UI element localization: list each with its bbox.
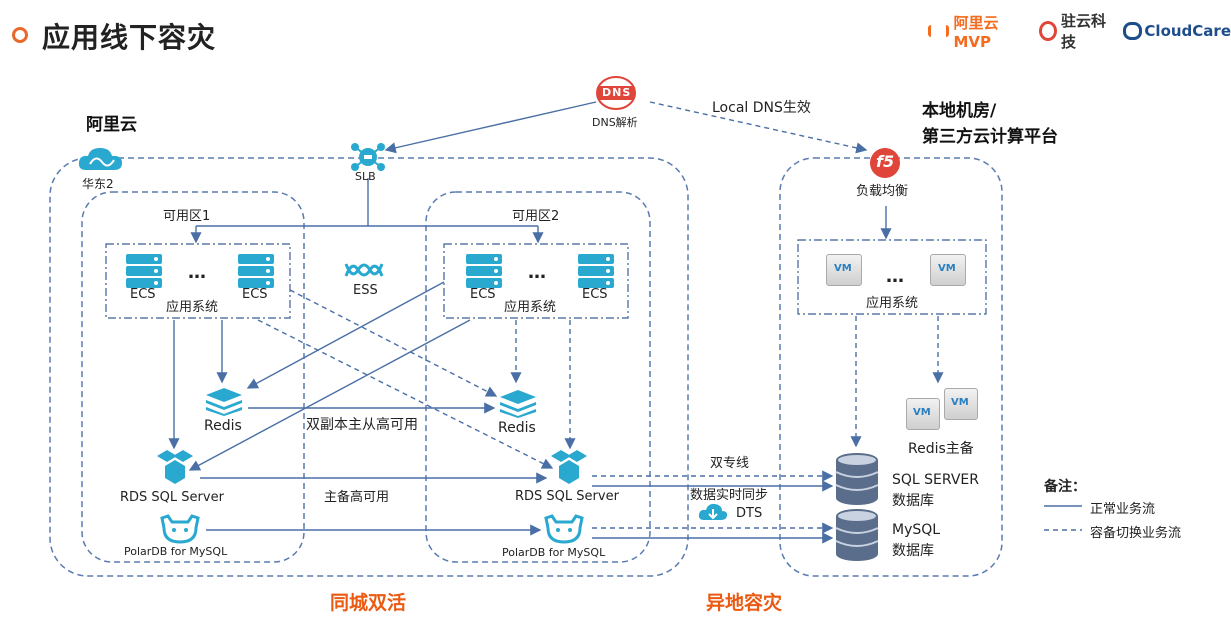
- redis-vm-front-icon: VM: [906, 398, 940, 430]
- zone2-ellipsis: …: [528, 262, 546, 283]
- local-boundary: [779, 157, 1003, 577]
- zone2-ecs-left-icon: [466, 254, 502, 292]
- region-cloud-icon: [76, 144, 124, 178]
- zone2-title: 可用区2: [512, 209, 560, 224]
- aliyun-logo-icon: [928, 25, 950, 37]
- local-vm-left-icon: VM: [826, 254, 862, 286]
- region-label: 华东2: [82, 177, 114, 191]
- local-title-line1: 本地机房/: [922, 101, 997, 121]
- sqlserver-line2: 数据库: [892, 493, 934, 509]
- region-boundary: [49, 157, 689, 577]
- brand-zhuyun: 驻云科技: [1061, 12, 1107, 51]
- mysql-db-icon: [834, 508, 880, 566]
- zone1-app-system: 应用系统: [166, 300, 219, 315]
- local-vm-right-icon: VM: [930, 254, 966, 286]
- zone2-redis-icon: [498, 388, 538, 422]
- legend-title: 备注：: [1044, 479, 1086, 495]
- sqlserver-db-icon: [834, 452, 880, 510]
- rds-link-label: 主备高可用: [324, 490, 390, 505]
- brand-bar: 阿里云 MVP 驻云科技 CloudCare: [928, 10, 1231, 52]
- page-title: 应用线下容灾: [42, 21, 217, 54]
- dts-label: DTS: [736, 506, 763, 521]
- brand-aliyun: 阿里云 MVP: [953, 13, 999, 51]
- zone2-rds-icon: [549, 450, 589, 488]
- legend-solid-label: 正常业务流: [1090, 502, 1156, 517]
- dts-icon: [698, 500, 728, 528]
- slb-label: SLB: [355, 170, 376, 183]
- cloudcare-logo-icon: [1122, 22, 1143, 40]
- dns-edge-label: Local DNS生效: [712, 100, 811, 116]
- dns-label: DNS解析: [592, 116, 638, 129]
- dual-line-label: 双专线: [710, 456, 750, 471]
- ess-icon: [344, 258, 384, 286]
- redis-vm-back-icon: VM: [944, 388, 978, 420]
- zone1-redis-icon: [204, 386, 244, 420]
- zone2-rds-label: RDS SQL Server: [515, 489, 619, 504]
- zone1-polardb-icon: [158, 514, 202, 548]
- dns-logo-text: DNS: [602, 86, 632, 99]
- f5-icon: f5: [870, 148, 900, 178]
- zone2-boundary: [425, 191, 651, 563]
- redis-master-backup-label: Redis主备: [908, 441, 974, 457]
- zone1-boundary: [81, 191, 305, 563]
- zone2-ecs-left-label: ECS: [470, 287, 496, 302]
- local-ellipsis: …: [886, 266, 904, 287]
- legend-dashed-label: 容备切换业务流: [1090, 526, 1182, 541]
- sqlserver-line1: SQL SERVER: [892, 472, 980, 488]
- zone2-redis-label: Redis: [498, 420, 536, 436]
- same-city-label: 同城双活: [330, 592, 407, 614]
- zone2-ecs-right-icon: [578, 254, 614, 292]
- mysql-line2: 数据库: [892, 543, 934, 559]
- zone2-polardb-label: PolarDB for MySQL: [502, 546, 606, 559]
- mysql-line1: MySQL: [892, 522, 941, 538]
- ess-label: ESS: [353, 283, 378, 298]
- zone1-ecs-left-label: ECS: [130, 287, 156, 302]
- zone1-rds-label: RDS SQL Server: [120, 490, 224, 505]
- zone1-redis-label: Redis: [204, 418, 242, 434]
- zone1-title: 可用区1: [163, 209, 211, 224]
- title-bullet-icon: [12, 27, 28, 43]
- dns-icon: DNS: [596, 76, 636, 110]
- local-app-box: [797, 239, 987, 315]
- zone1-ecs-right-icon: [238, 254, 274, 292]
- zone2-ecs-right-label: ECS: [582, 287, 608, 302]
- zhuyun-logo-icon: [1038, 21, 1058, 41]
- zone1-app-box: [105, 243, 291, 319]
- zone2-app-system: 应用系统: [504, 300, 557, 315]
- remote-label: 异地容灾: [706, 592, 783, 614]
- f5-logo-text: f5: [876, 152, 895, 171]
- load-balancer-label: 负载均衡: [856, 184, 909, 199]
- zone2-polardb-icon: [542, 514, 586, 548]
- zone1-ellipsis: …: [188, 262, 206, 283]
- slb-icon: [350, 142, 386, 176]
- realtime-sync-label: 数据实时同步: [690, 488, 769, 503]
- zone1-ecs-left-icon: [126, 254, 162, 292]
- local-title-line2: 第三方云计算平台: [922, 127, 1058, 147]
- redis-link-label: 双副本主从高可用: [306, 417, 418, 433]
- local-app-system: 应用系统: [866, 296, 919, 311]
- zone1-rds-icon: [155, 450, 195, 488]
- zone1-polardb-label: PolarDB for MySQL: [124, 545, 228, 558]
- zone2-app-box: [443, 243, 629, 319]
- brand-cloudcare: CloudCare: [1144, 22, 1231, 40]
- aliyun-title: 阿里云: [86, 115, 137, 135]
- zone1-ecs-right-label: ECS: [242, 287, 268, 302]
